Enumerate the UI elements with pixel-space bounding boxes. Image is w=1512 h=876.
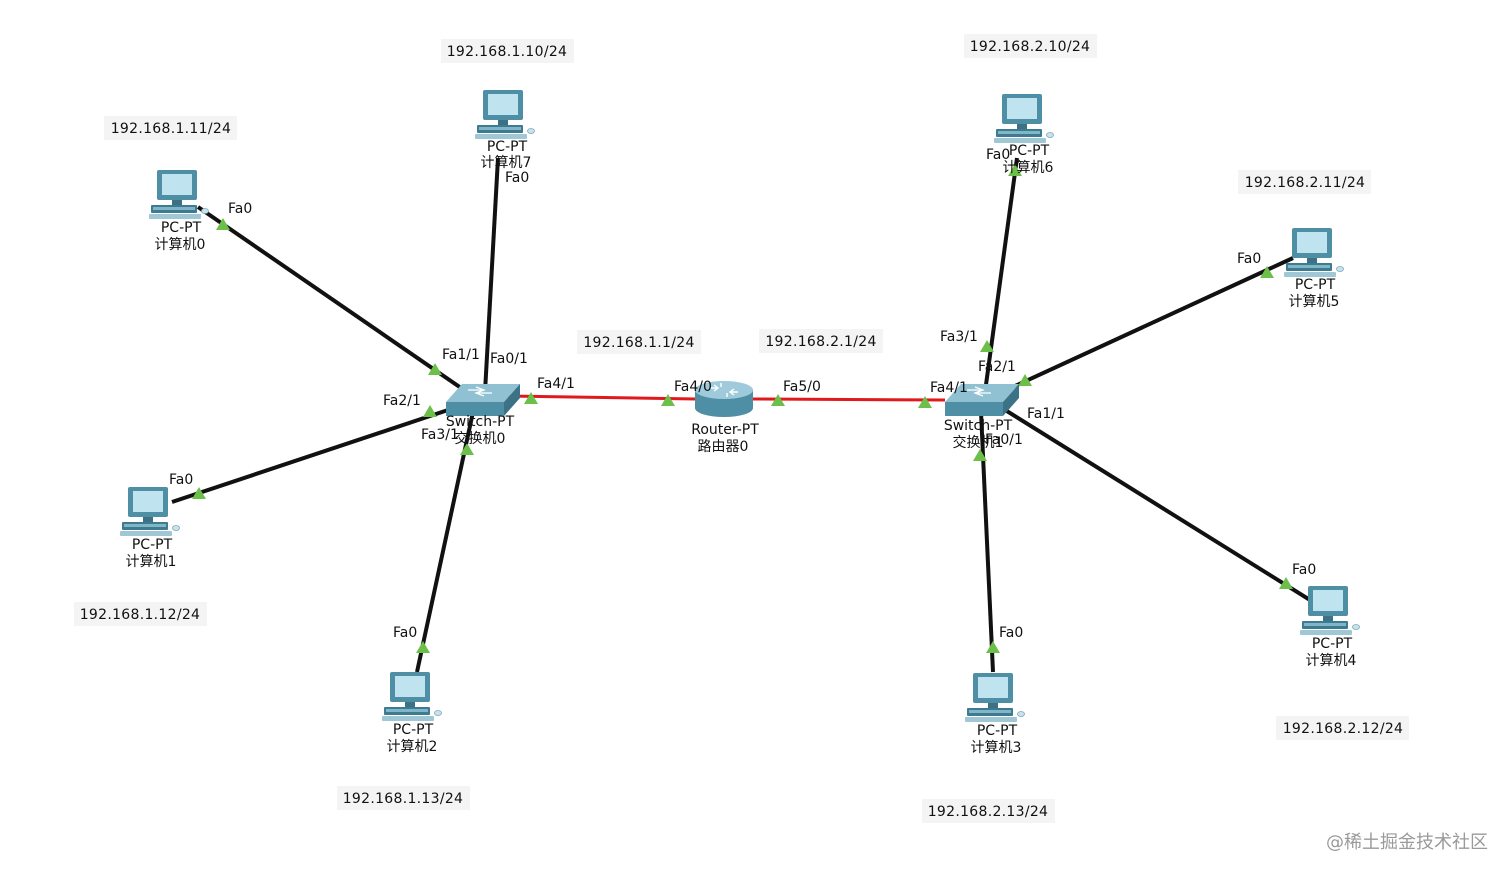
link-switch0-router0[interactable] — [504, 394, 697, 401]
port-label-s0-fa41: Fa4/1 — [537, 376, 575, 392]
switch-icon — [445, 383, 521, 417]
port-label-pc1-fa0: Fa0 — [169, 472, 193, 488]
device-name-label: 路由器0 — [698, 439, 749, 455]
port-label-pc0-fa0: Fa0 — [228, 201, 252, 217]
device-pc5[interactable]: PC-PT 计算机5 — [1283, 227, 1344, 310]
port-label-s0-fa01: Fa0/1 — [490, 351, 528, 367]
device-type-label: PC-PT — [1009, 143, 1050, 159]
device-type-label: PC-PT — [161, 220, 202, 236]
device-name-label: 计算机1 — [126, 554, 177, 570]
link-pc5-switch1[interactable] — [1001, 256, 1294, 394]
device-pc2[interactable]: PC-PT 计算机2 — [381, 671, 442, 755]
device-switch1[interactable]: Switch-PT 交换机1 — [944, 383, 1020, 451]
port-marker-s0-fa21 — [423, 405, 437, 417]
port-label-s1-fa41: Fa4/1 — [930, 380, 968, 396]
link-router0-switch1[interactable] — [751, 397, 946, 402]
pc-icon — [474, 89, 535, 140]
port-label-pc4-fa0: Fa0 — [1292, 562, 1316, 578]
device-name-label: 交换机0 — [455, 430, 506, 447]
device-name-label: 计算机6 — [1003, 160, 1054, 176]
port-label-pc7-fa0: Fa0 — [505, 170, 529, 186]
port-label-s1-fa31: Fa3/1 — [940, 329, 978, 345]
pc-icon — [381, 671, 442, 722]
pc-icon — [1299, 585, 1360, 636]
device-type-label: PC-PT — [977, 723, 1018, 739]
port-label-s0-fa11: Fa1/1 — [442, 347, 480, 363]
port-label-pc3-fa0: Fa0 — [999, 625, 1023, 641]
device-name-label: 计算机3 — [971, 740, 1022, 756]
link-pc3-switch1[interactable] — [979, 411, 995, 673]
pc-icon — [993, 93, 1054, 144]
ip-label-pc3: 192.168.2.13/24 — [928, 804, 1049, 820]
port-label-pc5-fa0: Fa0 — [1237, 251, 1261, 267]
link-pc4-switch1[interactable] — [1000, 406, 1312, 602]
ip-label-pc5: 192.168.2.11/24 — [1245, 175, 1366, 191]
ip-label-pc0: 192.168.1.11/24 — [111, 121, 232, 137]
device-pc3[interactable]: PC-PT 计算机3 — [964, 672, 1025, 756]
device-name-label: 计算机2 — [387, 739, 438, 755]
ip-label-router-fa40: 192.168.1.1/24 — [583, 335, 694, 351]
device-switch0[interactable]: Switch-PT 交换机0 — [445, 383, 521, 447]
link-pc7-switch0[interactable] — [483, 157, 500, 393]
pc-icon — [148, 169, 209, 220]
watermark-text: @稀土掘金技术社区 — [1326, 832, 1488, 853]
device-type-label: PC-PT — [393, 722, 434, 738]
device-pc0[interactable]: PC-PT 计算机0 — [148, 169, 209, 253]
port-labels-layer: Fa0 Fa0 Fa0 Fa0 Fa1/1 Fa0/1 Fa2/1 Fa3/1 … — [169, 147, 1316, 641]
port-label-s1-fa21: Fa2/1 — [978, 359, 1016, 375]
device-pc1[interactable]: PC-PT 计算机1 — [119, 486, 180, 570]
link-pc0-switch0[interactable] — [196, 205, 466, 392]
pc-icon — [119, 486, 180, 537]
link-pc1-switch0[interactable] — [171, 408, 449, 504]
device-name-label: 计算机4 — [1306, 653, 1357, 669]
device-name-label: 计算机0 — [155, 237, 206, 253]
device-pc6[interactable]: PC-PT 计算机6 — [993, 93, 1054, 176]
device-pc4[interactable]: PC-PT 计算机4 — [1299, 585, 1360, 669]
device-type-label: Switch-PT — [446, 414, 515, 430]
ip-label-pc1: 192.168.1.12/24 — [80, 607, 201, 623]
link-pc2-switch0[interactable] — [415, 411, 475, 673]
device-type-label: PC-PT — [1312, 636, 1353, 652]
port-label-s1-fa11: Fa1/1 — [1027, 406, 1065, 422]
ip-label-pc4: 192.168.2.12/24 — [1283, 721, 1404, 737]
ip-label-pc2: 192.168.1.13/24 — [343, 791, 464, 807]
port-label-s0-fa21: Fa2/1 — [383, 393, 421, 409]
port-marker-s1-fa41 — [918, 396, 932, 408]
port-marker-pc2 — [416, 641, 430, 653]
ip-label-pc6: 192.168.2.10/24 — [970, 39, 1091, 55]
device-router0[interactable]: Router-PT 路由器0 — [691, 380, 759, 455]
port-label-pc6-fa0: Fa0 — [986, 147, 1010, 163]
device-pc7[interactable]: PC-PT 计算机7 — [474, 89, 535, 171]
device-type-label: PC-PT — [487, 139, 528, 155]
link-pc6-switch1[interactable] — [983, 157, 1019, 393]
pc-icon — [964, 672, 1025, 723]
device-type-label: PC-PT — [132, 537, 173, 553]
port-marker-s0-fa41 — [524, 392, 538, 404]
device-type-label: Router-PT — [691, 422, 759, 438]
port-label-pc2-fa0: Fa0 — [393, 625, 417, 641]
ip-label-pc7: 192.168.1.10/24 — [447, 44, 568, 60]
device-name-label: 计算机7 — [481, 155, 532, 171]
device-name-label: 交换机1 — [953, 434, 1004, 451]
device-type-label: PC-PT — [1295, 277, 1336, 293]
device-type-label: Switch-PT — [944, 418, 1013, 434]
ip-label-router-fa50: 192.168.2.1/24 — [765, 334, 876, 350]
device-name-label: 计算机5 — [1289, 294, 1340, 310]
port-marker-pc3 — [986, 641, 1000, 653]
ip-labels-layer: 192.168.1.10/24 192.168.1.11/24 192.168.… — [74, 34, 1409, 823]
port-label-s0-fa31: Fa3/1 — [421, 427, 459, 443]
pc-icon — [1283, 227, 1344, 278]
port-label-r-fa50: Fa5/0 — [783, 379, 821, 395]
port-label-s1-fa01: Fa0/1 — [985, 432, 1023, 448]
port-label-r-fa40: Fa4/0 — [674, 379, 712, 395]
